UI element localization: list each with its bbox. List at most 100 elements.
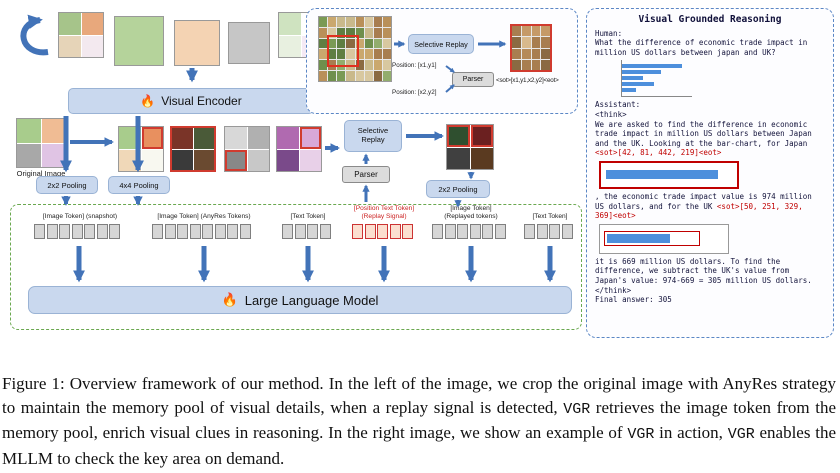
mosaic-cell	[346, 49, 355, 60]
mosaic-cell	[337, 27, 346, 38]
mosaic-cell	[328, 27, 337, 38]
mosaic-cell	[337, 49, 346, 60]
token-label-text-1: [Text Token]	[290, 213, 326, 220]
grounded-region-box	[327, 35, 359, 67]
token-cell	[319, 224, 331, 239]
token-cell	[177, 224, 188, 239]
method-diagram: 🔥 Visual Encoder Original Image 2x2 Pool…	[10, 8, 834, 338]
token-cell	[59, 224, 70, 239]
token-label-replay-signal: (Replay Signal)	[361, 213, 407, 220]
mosaic-cell	[382, 27, 391, 38]
mosaic-cell	[382, 71, 391, 81]
token-label-position: [Position Text Token]	[353, 205, 415, 212]
token-cell	[164, 224, 176, 239]
original-image-label: Original Image	[16, 169, 66, 178]
selective-replay-box: Selective Replay	[344, 120, 402, 152]
token-cell	[84, 224, 95, 239]
reasoning-text-2: , the economic trade impact value is 974…	[595, 191, 812, 211]
mosaic-cell	[355, 17, 364, 27]
token-cell	[482, 224, 493, 239]
token-cell	[307, 224, 318, 239]
mosaic-cell	[373, 49, 382, 60]
mosaic-cell	[382, 60, 391, 71]
caption-text: in action,	[654, 423, 728, 442]
inset-parser-box: Parser	[452, 72, 494, 87]
mosaic-cell	[382, 38, 391, 49]
memory-grid-1	[118, 126, 164, 172]
caption-text: retrieves the image token from the memor…	[2, 397, 836, 443]
token-label-text-2: [Text Token]	[532, 213, 568, 220]
token-cell	[34, 224, 45, 239]
caption-text: Figure 1: Overview framework of our meth…	[2, 374, 836, 417]
pooling-2x2-left-box: 2x2 Pooling	[36, 176, 98, 194]
replayed-crop-thumbnail	[510, 24, 552, 72]
mini-chart-bar	[622, 76, 643, 81]
human-question: What the difference of economic trade im…	[595, 38, 808, 57]
token-cell	[444, 224, 456, 239]
grounding-token-1: <sot>[42, 81, 442, 219]<eot>	[595, 148, 722, 158]
mosaic-cell	[355, 49, 364, 60]
token-row-snapshot	[34, 224, 122, 239]
memory-grid-3	[224, 126, 270, 172]
reasoning-text-1: We are asked to find the difference in e…	[595, 119, 812, 148]
llm-label: Large Language Model	[244, 292, 379, 308]
mosaic-cell	[521, 37, 531, 48]
figure-caption: Figure 1: Overview framework of our meth…	[0, 362, 840, 470]
inset-selective-replay-label: Selective Replay	[414, 39, 468, 49]
mosaic-cell	[521, 48, 531, 59]
mosaic-cell	[337, 17, 346, 27]
mosaic-cell	[373, 27, 382, 38]
mosaic-cell	[512, 59, 521, 70]
mosaic-cell	[382, 17, 391, 27]
token-cell	[109, 224, 120, 239]
mini-chart-bar	[622, 70, 661, 75]
token-cell	[524, 224, 535, 239]
mosaic-cell	[373, 71, 382, 81]
inset-selective-replay-box: Selective Replay	[408, 34, 474, 54]
mosaic-cell	[364, 27, 373, 38]
mosaic-cell	[355, 38, 364, 49]
caption-text: enables the MLLM to check the key area o…	[2, 423, 837, 468]
replayed-image-grid	[446, 124, 494, 170]
grounded-crop-japan	[599, 160, 739, 189]
mosaic-cell	[373, 60, 382, 71]
mosaic-cell	[319, 49, 328, 60]
token-cell	[549, 224, 560, 239]
mosaic-cell	[346, 27, 355, 38]
mosaic-cell	[319, 38, 328, 49]
reasoning-paragraph-3: it is 669 million US dollars. To find th…	[595, 256, 812, 285]
mini-chart-bar	[622, 82, 654, 87]
original-image	[16, 118, 66, 168]
mosaic-cell	[328, 49, 337, 60]
token-cell	[432, 224, 443, 239]
token-row-text-1	[282, 224, 332, 239]
mosaic-cell	[512, 37, 521, 48]
token-label-replayed-tokens: (Replayed tokens)	[444, 213, 498, 220]
mosaic-cell	[346, 38, 355, 49]
mosaic-cell	[319, 60, 328, 71]
mosaic-cell	[512, 26, 521, 37]
mosaic-cell	[373, 17, 382, 27]
token-cell	[377, 224, 388, 239]
token-cell	[561, 224, 573, 239]
mosaic-cell	[319, 17, 328, 27]
caption-code: VGR	[563, 400, 591, 418]
mosaic-cell	[337, 71, 346, 81]
fire-icon: 🔥	[221, 292, 238, 307]
llm-input-region	[10, 204, 582, 330]
token-cell	[364, 224, 376, 239]
mosaic-cell	[319, 27, 328, 38]
token-cell	[71, 224, 83, 239]
caption-code: VGR	[727, 426, 755, 443]
mosaic-cell	[337, 38, 346, 49]
token-cell	[352, 224, 363, 239]
human-label: Human:	[595, 28, 623, 38]
think-open-tag: <think>	[595, 109, 627, 119]
token-cell	[46, 224, 58, 239]
llm-box: 🔥 Large Language Model	[28, 286, 572, 314]
caption-code: VGR	[627, 426, 655, 443]
token-cell	[536, 224, 548, 239]
mosaic-cell	[328, 17, 337, 27]
mosaic-cell	[541, 48, 550, 59]
inset-parser-label: Parser	[462, 76, 484, 83]
